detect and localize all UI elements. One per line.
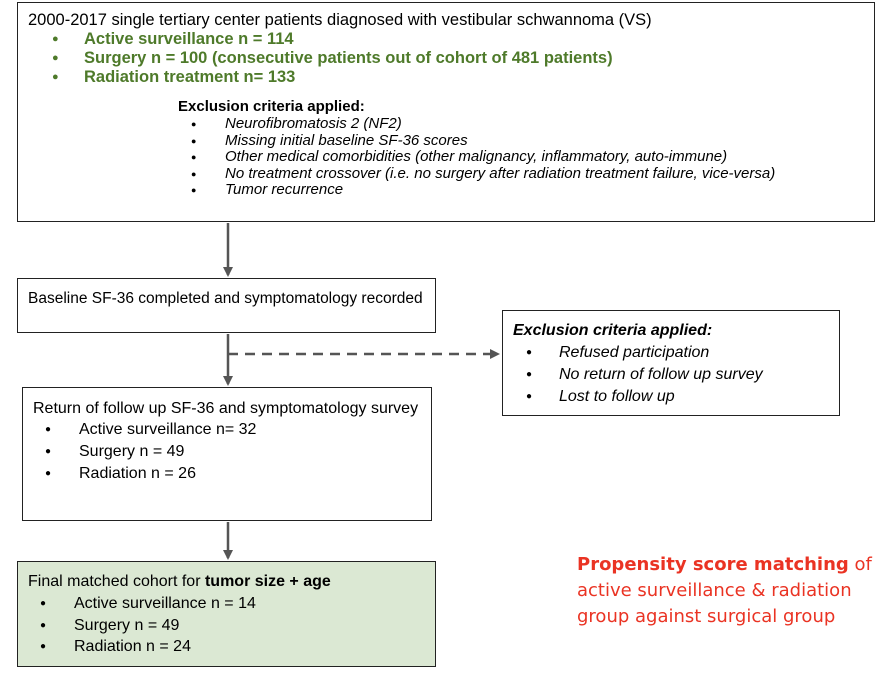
propensity-note: Propensity score matching of active surv… <box>577 552 877 630</box>
exclusion-item: Tumor recurrence <box>178 181 864 199</box>
baseline-text: Baseline SF-36 completed and symptomatol… <box>28 290 423 307</box>
count-item: Surgery n = 49 <box>33 441 421 463</box>
initial-cohort-box: 2000-2017 single tertiary center patient… <box>17 2 875 222</box>
initial-cohort-title: 2000-2017 single tertiary center patient… <box>28 11 652 29</box>
group-active-surveillance: Active surveillance n = 114 <box>28 30 864 49</box>
initial-exclusion-heading: Exclusion criteria applied: <box>178 98 365 115</box>
count-item: Radiation n = 24 <box>28 636 425 658</box>
exclusion-item: Missing initial baseline SF-36 scores <box>178 132 864 150</box>
exclusion-item: Lost to follow up <box>513 386 829 408</box>
final-cohort-heading-prefix: Final matched cohort for <box>28 573 205 590</box>
followup-return-box: Return of follow up SF-36 and symptomato… <box>22 387 432 521</box>
initial-exclusion-list: Neurofibromatosis 2 (NF2) Missing initia… <box>178 115 864 199</box>
exclusion-item: No treatment crossover (i.e. no surgery … <box>178 165 864 183</box>
exclusion-item: Neurofibromatosis 2 (NF2) <box>178 115 864 133</box>
count-item: Surgery n = 49 <box>28 615 425 637</box>
exclusion-item: No return of follow up survey <box>513 364 829 386</box>
followup-return-heading: Return of follow up SF-36 and symptomato… <box>33 400 419 417</box>
exclusion-item: Refused participation <box>513 342 829 364</box>
baseline-box: Baseline SF-36 completed and symptomatol… <box>17 278 436 333</box>
group-radiation: Radiation treatment n= 133 <box>28 68 864 87</box>
exclusion-item: Other medical comorbidities (other malig… <box>178 148 864 166</box>
group-surgery: Surgery n = 100 (consecutive patients ou… <box>28 49 864 68</box>
followup-return-list: Active surveillance n= 32 Surgery n = 49… <box>33 419 421 485</box>
followup-exclusion-box: Exclusion criteria applied: Refused part… <box>502 310 840 416</box>
propensity-note-bold: Propensity score matching <box>577 554 849 575</box>
count-item: Active surveillance n = 14 <box>28 593 425 615</box>
count-item: Active surveillance n= 32 <box>33 419 421 441</box>
propensity-note-rest: of active surveillance & radiation group… <box>577 554 872 627</box>
final-matched-cohort-box: Final matched cohort for tumor size + ag… <box>17 561 436 667</box>
final-cohort-heading: Final matched cohort for tumor size + ag… <box>28 571 425 593</box>
final-cohort-heading-bold: tumor size + age <box>204 573 331 590</box>
final-cohort-list: Active surveillance n = 14 Surgery n = 4… <box>28 593 425 658</box>
count-item: Radiation n = 26 <box>33 463 421 485</box>
initial-exclusion-criteria: Exclusion criteria applied: Neurofibroma… <box>178 98 864 199</box>
followup-exclusion-heading: Exclusion criteria applied: <box>513 322 713 339</box>
followup-exclusion-list: Refused participation No return of follo… <box>513 342 829 408</box>
treatment-group-list: Active surveillance n = 114 Surgery n = … <box>28 30 864 87</box>
